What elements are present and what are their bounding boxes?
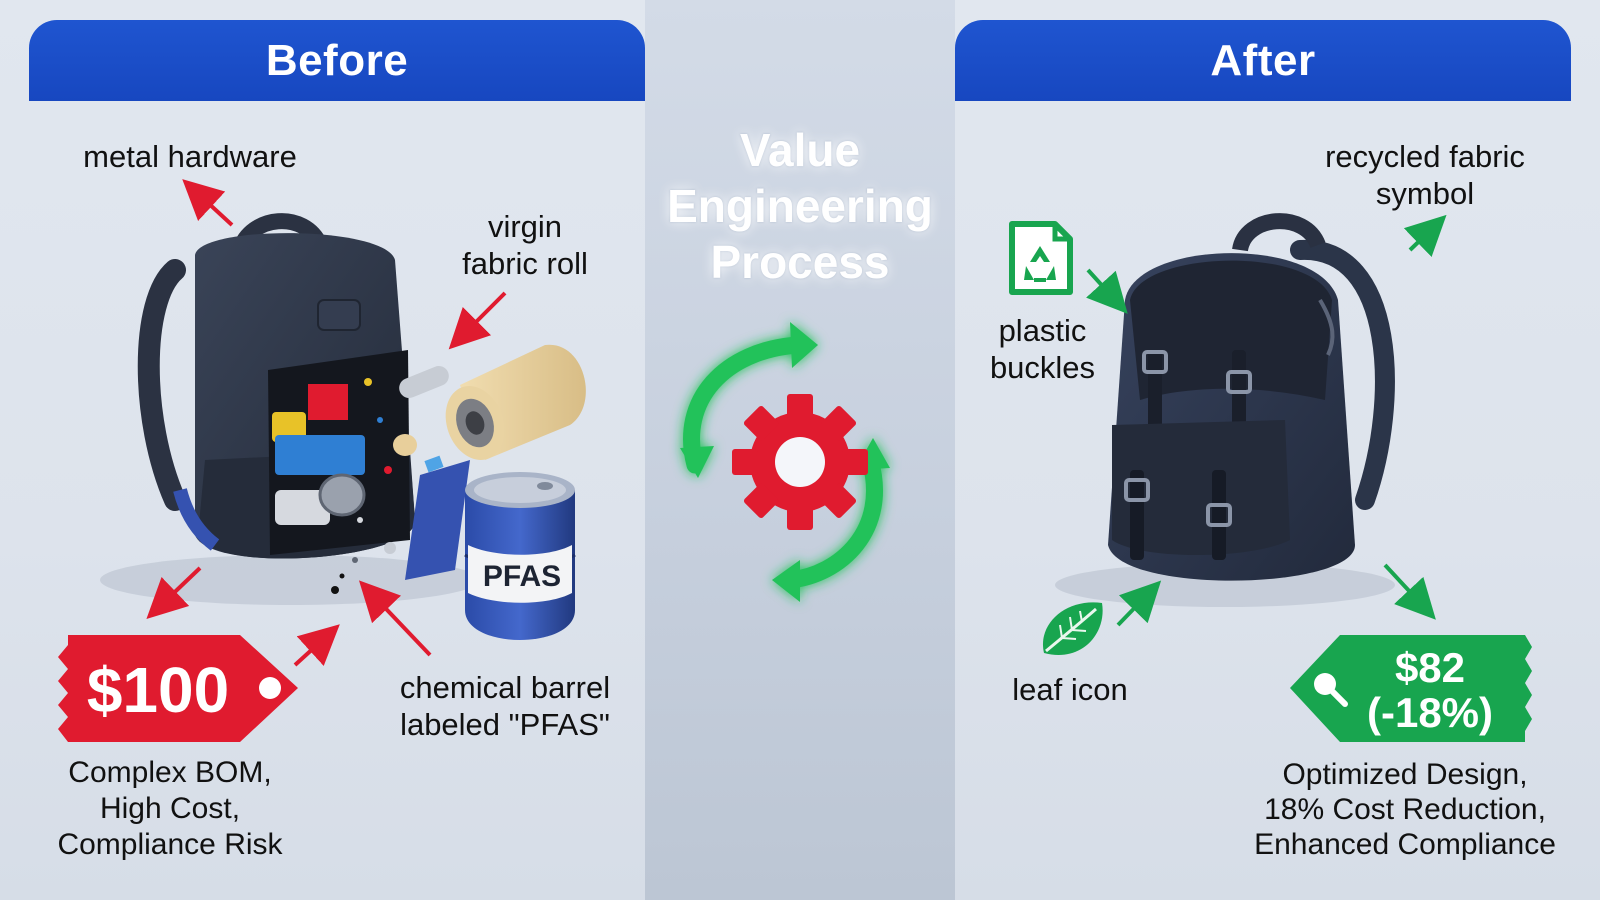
caption-line: Compliance Risk [57,828,283,861]
center-title-line: Process [710,236,890,288]
price-tag-after: $82 (-18%) [1290,635,1532,742]
price-before: $100 [87,654,229,726]
before-arrows [146,179,507,667]
label-line: labeled "PFAS" [400,707,610,742]
label-line: fabric roll [462,246,588,281]
label-leaf-icon: leaf icon [1012,672,1128,707]
before-header: Before [29,20,645,101]
label-metal-hardware: metal hardware [83,139,297,174]
recycle-icon [1009,221,1073,295]
gear-icon [732,394,868,530]
label-line: plastic [998,313,1087,348]
label-line: recycled fabric [1325,139,1525,174]
pfas-barrel-icon: PFAS [464,472,576,640]
after-header: After [955,20,1571,101]
leaf-icon [1042,602,1103,655]
center-title-line: Value [739,124,861,176]
label-line: virgin [487,209,563,244]
after-arrows [1086,214,1447,627]
label-line: symbol [1375,176,1475,211]
buckle-icon [1226,370,1252,394]
label-line: chemical barrel [399,670,611,705]
backpack-optimized [1055,213,1395,607]
caption-line: Optimized Design, [1282,758,1528,791]
price-after-amount: $82 [1395,644,1465,691]
caption-line: Enhanced Compliance [1254,828,1556,861]
label-virgin-fabric-roll: virgin fabric roll [430,208,620,282]
before-caption: Complex BOM, High Cost, Compliance Risk [30,755,310,863]
backpack-exploded: PFAS [100,213,586,640]
label-chemical-barrel: chemical barrel labeled "PFAS" [370,669,640,743]
barrel-label: PFAS [483,560,561,593]
caption-line: High Cost, [99,792,241,825]
label-plastic-buckles: plastic buckles [970,312,1115,386]
caption-line: Complex BOM, [68,756,272,789]
price-tag-before: $100 [58,635,298,742]
label-recycled-fabric-symbol: recycled fabric symbol [1290,138,1560,212]
after-caption: Optimized Design, 18% Cost Reduction, En… [1240,757,1570,862]
center-title: Value Engineering Process [650,122,950,290]
buckle-icon [1142,350,1168,374]
fabric-roll-icon [445,344,586,460]
center-title-line: Engineering [667,180,933,232]
label-line: buckles [989,350,1096,385]
caption-line: 18% Cost Reduction, [1264,793,1546,826]
cycle-gear-icon [680,322,890,602]
price-after-percent: (-18%) [1367,689,1493,736]
